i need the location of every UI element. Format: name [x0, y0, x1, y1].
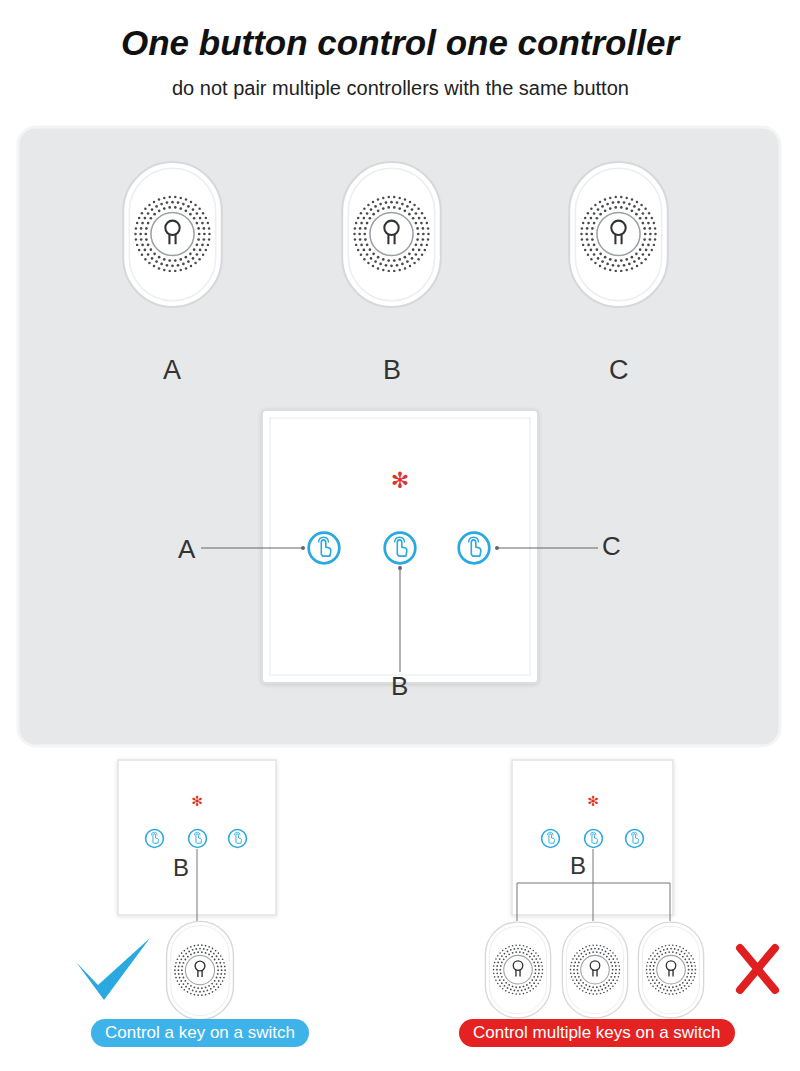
button-callout: C	[602, 531, 621, 562]
svg-text:✻: ✻	[191, 793, 203, 809]
button-callout: B	[391, 671, 408, 702]
caption-text: Control multiple keys on a switch	[473, 1023, 721, 1042]
svg-text:✻: ✻	[391, 468, 409, 493]
button-callout: A	[178, 534, 195, 565]
controller-label: B	[383, 355, 401, 386]
caption-pill: Control a key on a switch	[91, 1019, 309, 1047]
svg-text:✻: ✻	[587, 793, 599, 809]
title: One button control one controller	[121, 23, 679, 63]
subtitle: do not pair multiple controllers with th…	[172, 77, 629, 100]
caption-text: Control a key on a switch	[105, 1023, 295, 1042]
caption-pill: Control multiple keys on a switch	[459, 1019, 735, 1047]
controller-label: C	[609, 355, 629, 386]
controller-label: A	[163, 355, 181, 386]
button-callout: B	[570, 852, 586, 880]
button-callout: B	[173, 854, 189, 882]
